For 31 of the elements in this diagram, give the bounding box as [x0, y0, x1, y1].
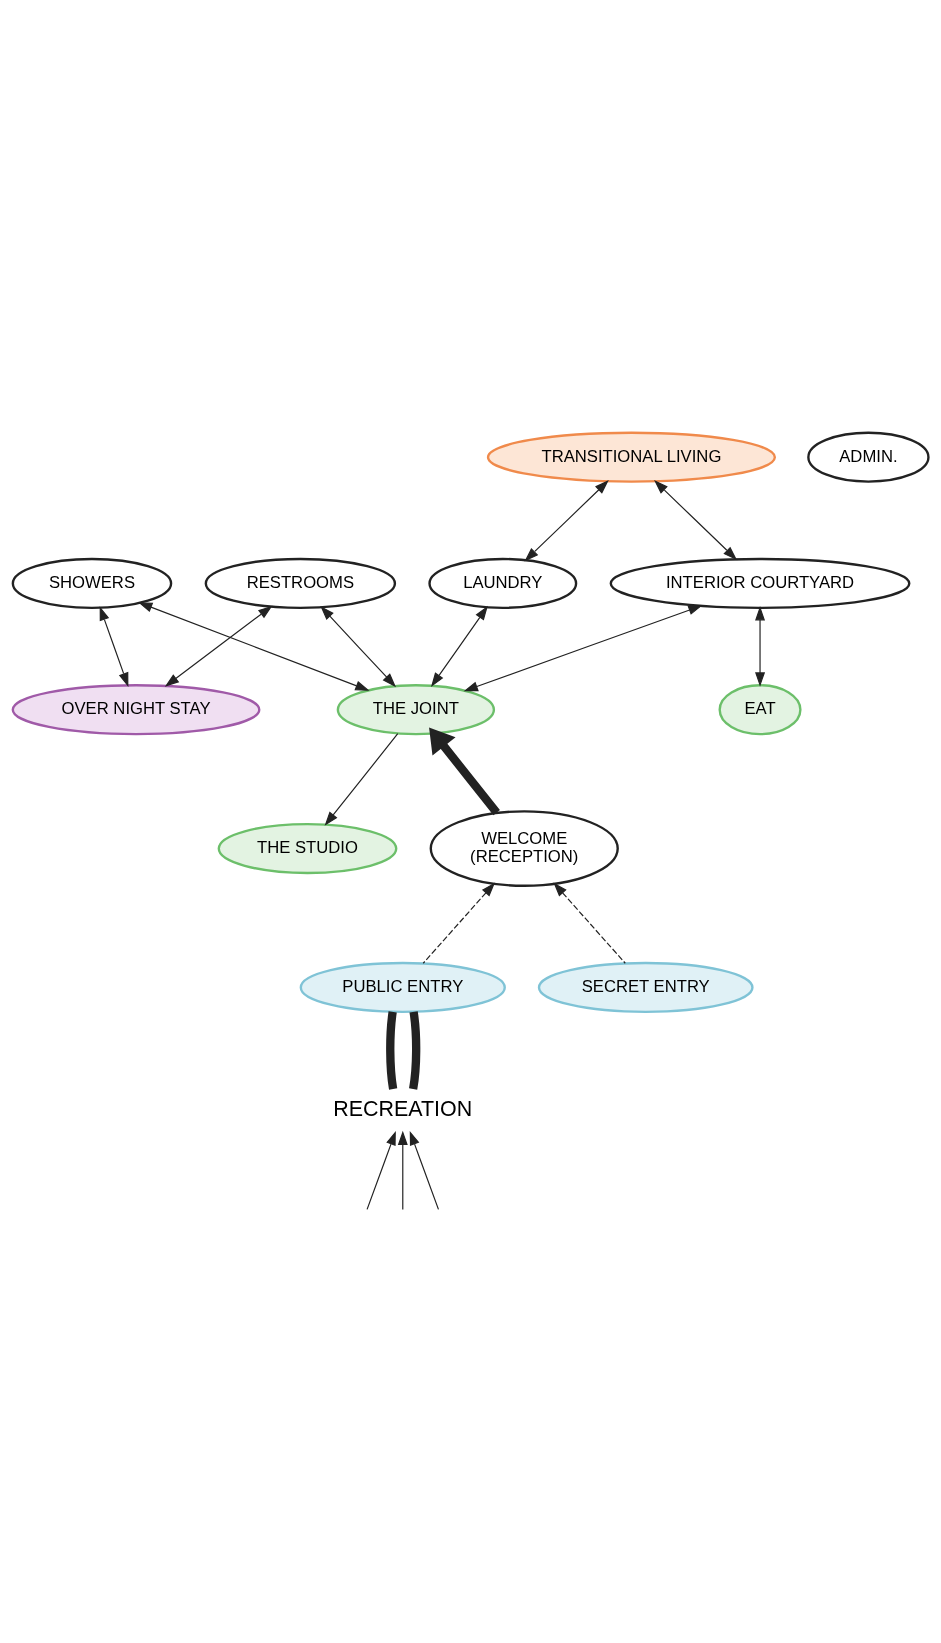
node-text: RECREATION	[333, 1096, 473, 1121]
arrow	[366, 1130, 396, 1210]
arrow	[553, 881, 626, 964]
arrow	[431, 605, 488, 687]
node-ellipse: OVER NIGHT STAY	[11, 683, 261, 735]
arrow	[755, 605, 766, 687]
node-ellipse: TRANSITIONAL LIVING	[486, 431, 777, 483]
arrow	[99, 605, 129, 687]
arrow	[320, 605, 397, 687]
node-ellipse: ADMIN.	[807, 431, 930, 483]
arrow	[164, 605, 273, 687]
connector	[409, 1010, 421, 1090]
arrow	[324, 732, 399, 826]
node-ellipse: WELCOME (RECEPTION)	[429, 809, 619, 887]
arrow	[422, 881, 496, 964]
node-ellipse: RESTROOMS	[204, 557, 397, 609]
node-ellipse: SHOWERS	[11, 557, 173, 609]
arrow	[524, 479, 609, 561]
node-ellipse: SECRET ENTRY	[537, 961, 754, 1013]
node-ellipse: LAUNDRY	[428, 557, 578, 609]
arrow	[138, 601, 370, 691]
arrow	[654, 479, 738, 560]
node-ellipse: EAT	[718, 683, 802, 735]
node-ellipse: PUBLIC ENTRY	[299, 961, 506, 1013]
arrow	[429, 726, 500, 815]
arrow	[397, 1130, 408, 1210]
arrow	[463, 604, 703, 691]
node-ellipse: THE STUDIO	[217, 822, 398, 874]
node-ellipse: INTERIOR COURTYARD	[609, 557, 911, 609]
arrow	[409, 1130, 440, 1210]
connector	[386, 1010, 398, 1090]
